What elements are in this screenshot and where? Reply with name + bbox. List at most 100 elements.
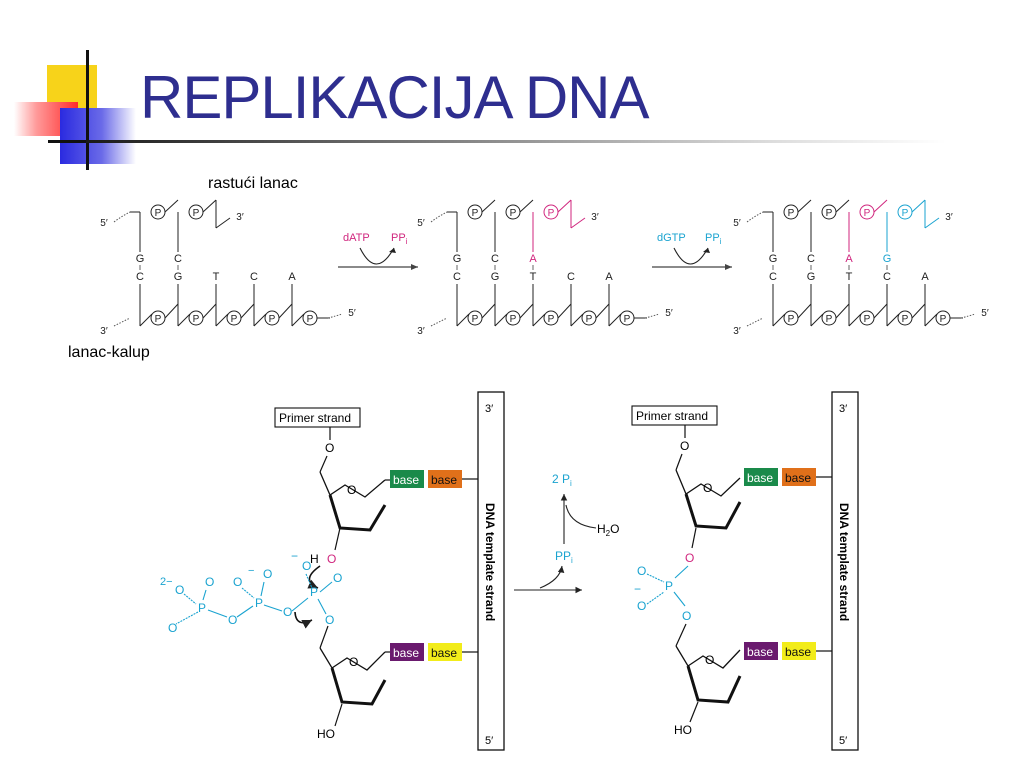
base-purple-left-label: base: [393, 646, 419, 660]
template-base-letter: G: [491, 271, 500, 283]
template-5prime-dash: [113, 317, 131, 327]
template-backbone-link: [886, 313, 900, 327]
template-base-letter: A: [605, 271, 613, 283]
svg-text:P: P: [255, 596, 263, 610]
primer-backbone-link: [797, 199, 812, 213]
primer-backbone-link: [164, 199, 179, 213]
bottom-mechanism-diagram: 3′ 5′ DNA template strand Primer strand …: [160, 391, 859, 751]
svg-text:−: −: [248, 565, 254, 577]
template-base-letter: C: [567, 271, 575, 283]
template-5prime-label: 5′: [981, 308, 989, 319]
svg-text:O: O: [637, 564, 646, 578]
phosphate-label: P: [510, 208, 517, 219]
phosphate-label: P: [788, 314, 795, 325]
primer-backbone-link: [835, 199, 850, 213]
template-5prime-dash: [746, 317, 764, 327]
template-backbone-link: [608, 313, 622, 327]
svg-text:2−: 2−: [160, 576, 173, 588]
primer-5prime-label: 5′: [100, 218, 108, 229]
template-backbone-link: [240, 303, 255, 319]
template-backbone-link: [494, 313, 508, 327]
svg-text:P: P: [665, 579, 673, 593]
template-base-letter: C: [453, 271, 461, 283]
reaction-arrow-datp: dATP PPi: [338, 232, 418, 270]
phosphate-label: P: [940, 314, 947, 325]
phosphate-label: P: [307, 314, 314, 325]
phosphate-label: P: [193, 314, 200, 325]
primer-5prime-dash: [113, 211, 131, 223]
template-3prime-label: 3′: [733, 326, 741, 337]
template-strand-label-right: DNA template strand: [837, 503, 851, 621]
template-backbone-link: [139, 313, 153, 327]
template-3prime-dash: [960, 313, 976, 319]
primer-5prime-dash: [746, 211, 764, 223]
phosphate-label: P: [472, 208, 479, 219]
phosphodiester-right: P O − O O: [634, 564, 691, 623]
primer-strand-box-right: [631, 405, 718, 426]
template-backbone-link: [291, 313, 305, 327]
attacking-hydrogen: H: [310, 552, 319, 566]
phosphate-label: P: [155, 208, 162, 219]
phosphate-label: P: [902, 314, 909, 325]
template-backbone-link: [278, 303, 293, 319]
base-orange-left: [428, 470, 462, 488]
primer-base-letter: A: [529, 253, 537, 265]
sugar-ring-2-left: [319, 647, 386, 671]
svg-text:O: O: [703, 481, 712, 495]
base-green-left-label: base: [393, 473, 419, 487]
base-yellow-left: [428, 643, 462, 661]
primer-backbone-link: [202, 199, 217, 213]
template-backbone-link: [835, 303, 850, 319]
primer-strand-box-left: [274, 407, 361, 428]
template-base-letter: A: [288, 271, 296, 283]
base-purple-left: [390, 643, 424, 661]
svg-text:base: base: [747, 645, 773, 659]
phosphate-label: P: [548, 314, 555, 325]
svg-text:O: O: [302, 559, 311, 573]
template-base-letter: G: [807, 271, 816, 283]
svg-text:O: O: [233, 575, 242, 589]
template-3prime-left: 3′: [485, 403, 493, 415]
svg-text:O: O: [705, 653, 714, 667]
template-backbone-link: [570, 313, 584, 327]
phosphate-label: P: [269, 314, 276, 325]
phosphate-label: P: [826, 314, 833, 325]
primer-base-letter: G: [453, 253, 462, 265]
template-3prime-dash: [327, 313, 343, 319]
svg-text:P: P: [198, 601, 206, 615]
template-strand-label: lanac-kalup: [68, 344, 150, 361]
template-backbone-link: [164, 303, 179, 319]
svg-text:O: O: [637, 599, 646, 613]
svg-text:O: O: [680, 439, 689, 453]
svg-text:O: O: [175, 583, 184, 597]
datp-label: dATP: [343, 232, 370, 244]
primer-3prime-tail: [570, 217, 586, 229]
ornament-blue-square: [60, 108, 136, 164]
svg-text:base: base: [785, 645, 811, 659]
svg-text:O: O: [168, 621, 177, 635]
template-strand-label-left: DNA template strand: [483, 503, 497, 621]
primer-backbone-link: [873, 199, 888, 213]
template-backbone-link: [215, 313, 229, 327]
base-green-right: [744, 468, 778, 486]
template-backbone-link: [456, 313, 470, 327]
template-base-letter: T: [846, 271, 853, 283]
template-base-letter: C: [769, 271, 777, 283]
primer-backbone-link: [911, 199, 926, 213]
ppi-label-2: PPi: [705, 232, 722, 246]
svg-text:O: O: [325, 613, 334, 627]
primer-3prime-tail: [215, 217, 231, 229]
two-pi-label: 2 Pi: [552, 472, 572, 488]
triphosphate-group-left: 2− O O P O O − O O P O O O P O: [160, 559, 342, 635]
primer-3prime-label: 3′: [236, 212, 244, 223]
template-backbone-link: [177, 313, 191, 327]
template-backbone-link: [202, 303, 217, 319]
phosphate-label: P: [586, 314, 593, 325]
slide-title: REPLIKACIJA DNA: [140, 64, 650, 131]
primer-strand-label-left: Primer strand: [279, 411, 351, 425]
template-backbone-link: [924, 313, 938, 327]
primer-backbone-link: [519, 199, 534, 213]
attacking-oxygen: O: [327, 552, 336, 566]
primer-5prime-dash: [430, 211, 448, 223]
